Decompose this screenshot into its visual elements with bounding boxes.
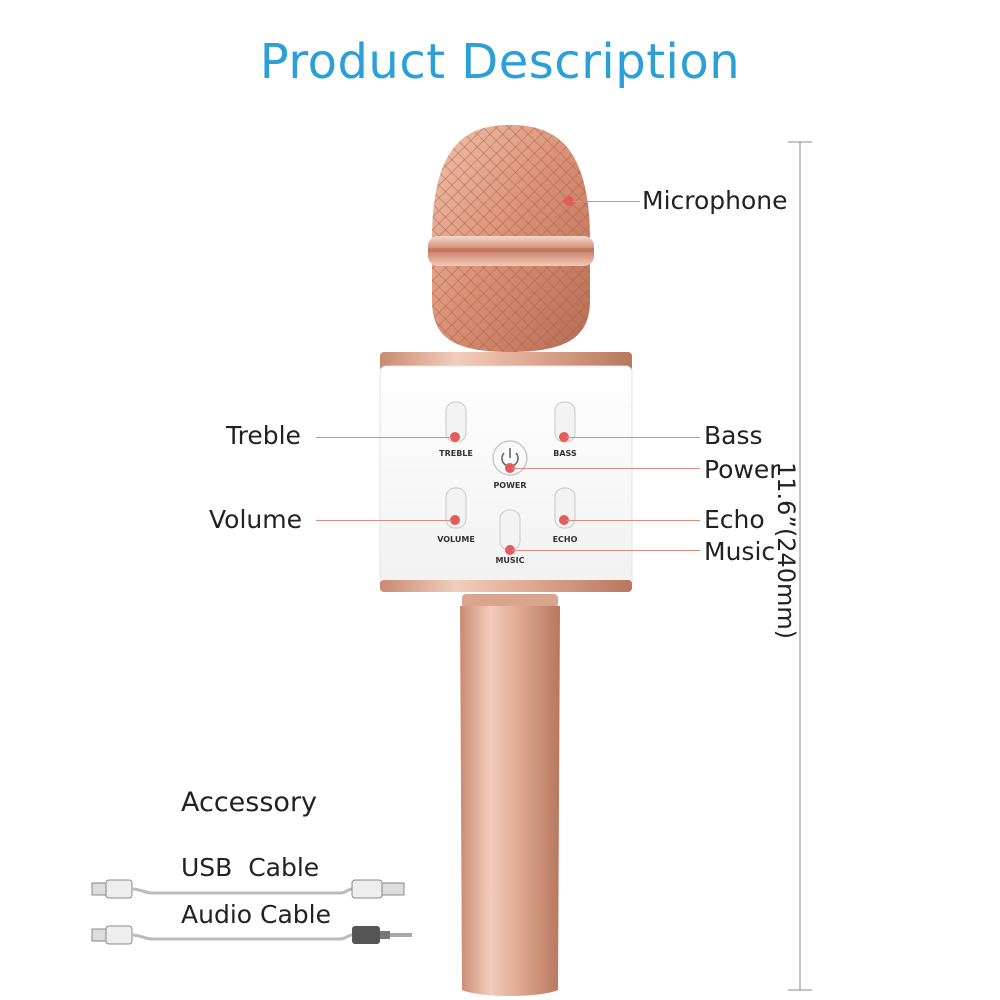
page-title: Product Description [259,34,741,90]
power-leader-line [512,468,700,469]
bass-switch-label: BASS [553,449,577,458]
usb-cable-illustration [91,879,405,899]
audio-cable-illustration [91,925,412,945]
treble-indicator-dot [450,432,460,442]
echo-leader-line [566,520,700,521]
echo-switch-label: ECHO [552,535,578,544]
dimension-line [788,141,812,991]
echo-indicator-dot [559,515,569,525]
microphone-indicator-dot [564,196,574,206]
power-indicator-dot [505,463,515,473]
music-indicator-dot [505,545,515,555]
volume-leader-line [316,520,452,521]
usb-cable-label: USB Cable [181,853,320,882]
music-leader-line [512,550,700,551]
bass-indicator-dot [559,432,569,442]
power-switch-label: POWER [493,481,527,490]
microphone-callout: Microphone [642,186,788,215]
music-switch-label: MUSIC [495,556,525,565]
audio-cable-label: Audio Cable [181,900,331,929]
volume-indicator-dot [450,515,460,525]
dimension-label: 11.6”(240mm) [772,462,800,640]
volume-callout: Volume [209,505,302,534]
volume-switch-label: VOLUME [437,535,475,544]
accessory-heading: Accessory [181,787,318,818]
treble-leader-line [316,437,452,438]
microphone-head [428,125,594,352]
bass-callout: Bass [704,421,763,450]
treble-callout: Treble [226,421,301,450]
microphone-leader-line [572,201,640,202]
microphone-handle [460,594,560,996]
power-callout: Power [704,455,780,484]
bass-leader-line [566,437,700,438]
echo-callout: Echo [704,505,765,534]
treble-switch-label: TREBLE [439,449,473,458]
music-callout: Music [704,537,776,566]
